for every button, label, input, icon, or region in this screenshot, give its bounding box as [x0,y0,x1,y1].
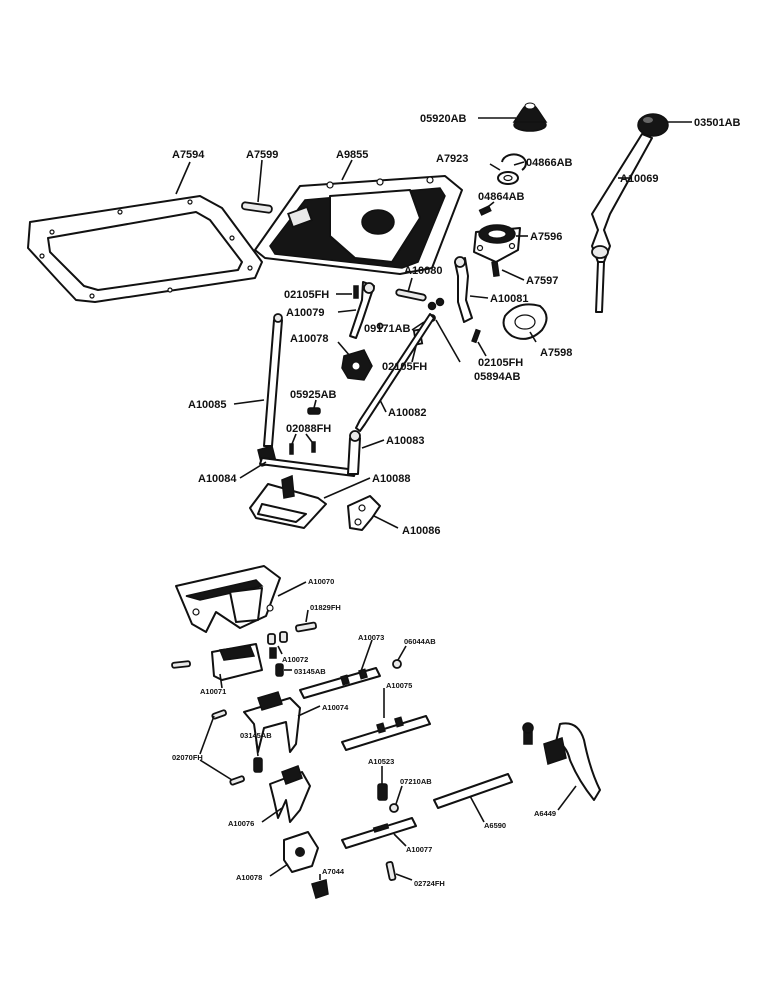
detent-parts-a10072 [267,631,288,659]
shift-rail-a10077 [341,817,417,849]
lever-arm-a10083 [347,430,361,475]
cross-pin-a10080 [395,288,427,302]
rod-a6590 [433,773,513,809]
label-09171ab: 09171AB [364,323,411,335]
shift-rail-bracket-a10070 [175,565,281,633]
label-02724fh: 02724FH [414,879,445,888]
label-02105fh-b: 02105FH [382,361,427,373]
shift-fork-a6449 [522,722,601,801]
label-03145ab-b: 03145AB [240,731,272,740]
label-a7596: A7596 [530,231,562,243]
pin-02724fh [385,861,397,881]
label-a10077: A10077 [406,845,432,854]
label-a10083: A10083 [386,435,425,447]
shift-fork-a10074 [243,691,301,753]
shift-rod-a10082 [355,313,435,432]
label-a9855: A9855 [336,149,368,161]
label-07210ab: 07210AB [400,777,432,786]
gasket-a7594 [27,195,263,303]
label-a10085: A10085 [188,399,227,411]
pin-04864ab [478,205,492,216]
label-a6590: A6590 [484,821,506,830]
cross-shaft-a10084 [259,457,357,477]
label-a10079: A10079 [286,307,325,319]
part-labels: 05920AB 03501AB A7923 04866AB A10069 A75… [172,113,741,888]
label-a10069: A10069 [620,173,659,185]
ball-07210ab [389,803,399,813]
label-a10523: A10523 [368,757,394,766]
label-a10086: A10086 [402,525,441,537]
label-a10073: A10073 [358,633,384,642]
label-a10070: A10070 [308,577,334,586]
label-a10078-bottom: A10078 [236,873,262,882]
label-a7594: A7594 [172,149,205,161]
bracket-a10086 [347,495,381,531]
pin-a7597 [491,260,500,278]
shift-rail-a10075 [341,715,431,751]
label-03145ab-a: 03145AB [294,667,326,676]
spring-a10523 [377,783,388,801]
shift-lever-a10069 [591,133,653,313]
shift-fork-a10076 [269,765,311,823]
label-a10074: A10074 [322,703,349,712]
label-02088fh: 02088FH [286,423,331,435]
cover-plate-a9855 [254,175,463,275]
pin-a7599 [241,201,273,214]
pin-02105fh-c [471,328,481,344]
label-a10072: A10072 [282,655,308,664]
label-02105fh-a: 02105FH [284,289,329,301]
pin-a10071-side [171,660,191,669]
shift-knob-cap-05920ab [512,102,548,132]
label-a10084: A10084 [198,473,237,485]
ball-06044ab [392,659,402,669]
label-a10078-top: A10078 [290,333,329,345]
label-03501ab: 03501AB [694,117,741,129]
label-02070fh: 02070FH [172,753,203,762]
label-04864ab: 04864AB [478,191,525,203]
spring-03145ab-a [275,663,284,677]
label-a10088: A10088 [372,473,411,485]
snap-ring-a7923 [501,153,527,171]
pins-02088fh [289,441,316,455]
label-05925ab: 05925AB [290,389,337,401]
label-05894ab: 05894AB [474,371,521,383]
shift-block-a10071 [211,643,263,681]
shift-block-a10078-top [341,349,373,381]
lever-housing-a7596 [473,224,521,263]
leader-lines [175,117,692,881]
label-a10071: A10071 [200,687,226,696]
pin-01829fh [295,621,317,633]
label-01829fh: 01829FH [310,603,341,612]
pins-02070fh [211,709,245,786]
ball-knob-03501ab [637,113,669,137]
plug-a7044 [311,879,329,899]
long-rod-a10085 [257,313,283,467]
pin-05925ab [307,407,321,415]
label-a7597: A7597 [526,275,558,287]
label-a10075: A10075 [386,681,412,690]
shift-block-a10078-bottom [283,831,319,873]
label-a6449: A6449 [534,809,556,818]
label-a7599: A7599 [246,149,278,161]
label-04866ab: 04866AB [526,157,573,169]
shift-rail-a10073 [299,667,381,699]
label-06044ab: 06044AB [404,637,436,646]
label-a10082: A10082 [388,407,427,419]
spring-03145ab-b [253,757,263,773]
shift-arm-a10079 [349,281,375,339]
label-a7923: A7923 [436,153,468,165]
label-a7044: A7044 [322,867,345,876]
label-a10081: A10081 [490,293,529,305]
label-05920ab: 05920AB [420,113,467,125]
label-a10080: A10080 [404,265,443,277]
label-a7598: A7598 [540,347,572,359]
bracket-a10088 [249,474,327,529]
shift-arm-a10081 [454,256,473,323]
retainer-plate-a7598 [502,303,548,340]
label-02105fh-c: 02105FH [478,357,523,369]
label-a10076: A10076 [228,819,254,828]
washer-04866ab [497,171,519,185]
pin-02105fh-a [353,285,359,299]
